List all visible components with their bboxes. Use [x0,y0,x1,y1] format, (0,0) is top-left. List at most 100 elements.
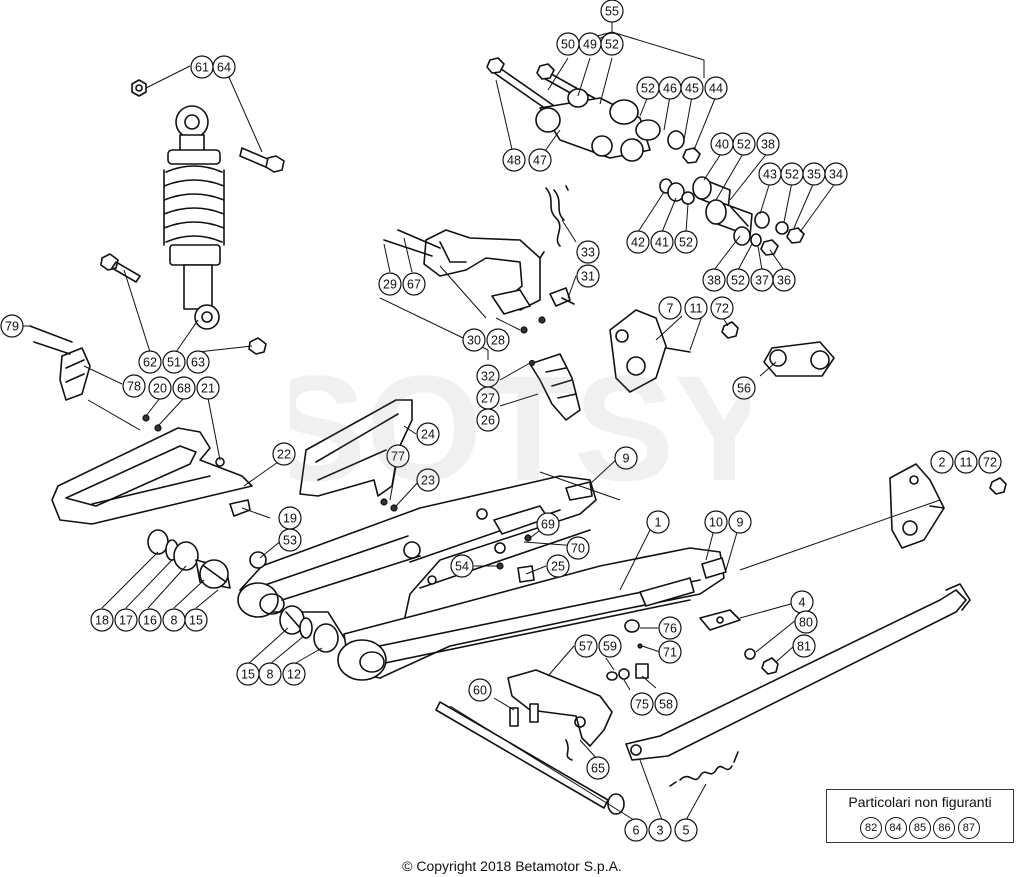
callout-11a: 11 [684,296,708,320]
callout-number: 43 [763,168,777,182]
callout-circle [658,640,682,664]
callout-number: 58 [659,698,673,712]
callout-number: 34 [829,168,843,182]
callout-3: 3 [648,818,672,842]
callout-number: 80 [799,616,813,630]
callout-number: 64 [217,61,231,75]
callout-number: 15 [189,614,203,628]
callout-54: 54 [450,554,474,578]
callout-number: 32 [481,370,495,384]
callout-33: 33 [576,240,600,264]
shock-top-bolt [131,79,285,173]
callout-number: 46 [663,82,677,96]
callout-circle [626,230,650,254]
callout-circle [402,272,426,296]
not-shown-part-82[interactable]: 82 [860,817,883,839]
stand-plate [699,609,741,631]
not-shown-part-85[interactable]: 85 [909,817,931,839]
callout-10: 10 [704,510,728,534]
callout-number: 44 [709,82,723,96]
callout-circle [704,510,728,534]
callout-56: 56 [732,376,756,400]
callout-number: 4 [799,596,806,610]
callout-circle [824,162,848,186]
callout-circle [684,296,708,320]
callout-9b: 9 [728,510,752,534]
not-shown-parts-title: Particolari non figuranti [848,794,992,810]
callout-number: 1 [655,516,662,530]
callout-circle [528,148,552,172]
callout-number: 54 [455,560,469,574]
callout-number: 56 [737,382,751,396]
swingarm [237,475,727,681]
callout-62: 62 [138,350,162,374]
callout-circle [674,230,698,254]
callout-circle [702,268,726,292]
callout-circle [122,374,146,398]
callout-number: 6 [633,824,640,838]
callout-circle [476,408,500,432]
callout-number: 45 [685,82,699,96]
callout-circle [468,678,492,702]
callout-51: 51 [162,350,186,374]
callout-15b: 15 [236,662,260,686]
callout-number: 52 [641,82,655,96]
callout-number: 30 [467,334,481,348]
shock-absorber [163,105,225,330]
callout-number: 37 [755,274,769,288]
callout-circle [954,450,978,474]
callout-circle [536,512,560,536]
callout-circle [600,32,624,56]
callout-44: 44 [704,76,728,100]
callout-72a: 72 [710,296,734,320]
callout-circle [450,554,474,578]
callout-circle [624,818,648,842]
callout-number: 16 [143,614,157,628]
callout-number: 68 [177,382,191,396]
callout-16: 16 [138,608,162,632]
callout-number: 70 [571,542,585,556]
callout-80: 80 [794,610,818,634]
callout-number: 21 [201,382,215,396]
callout-circle [576,240,600,264]
callout-circle [186,350,210,374]
callout-number: 52 [731,274,745,288]
not-shown-part-87[interactable]: 87 [957,817,980,839]
callout-46: 46 [658,76,682,100]
callout-circle [148,376,172,400]
callout-circle [598,634,622,658]
not-shown-part-86[interactable]: 86 [933,817,956,839]
not-shown-part-84[interactable]: 84 [884,817,907,839]
callout-number: 53 [283,534,297,548]
callout-1: 1 [646,510,670,534]
callout-number: 71 [663,646,677,660]
callout-number: 65 [591,762,605,776]
callout-circle [574,634,598,658]
callout-22: 22 [272,442,296,466]
callout-circle [600,0,624,23]
callout-circle [546,554,570,578]
callout-17: 17 [114,608,138,632]
callout-number: 26 [481,414,495,428]
callout-number: 51 [167,356,181,370]
callout-number: 78 [127,380,141,394]
callout-circle [658,616,682,640]
callout-number: 35 [807,168,821,182]
callout-number: 11 [960,456,973,470]
callout-circle [710,296,734,320]
callout-64: 64 [212,55,236,79]
chain-slider [51,414,253,525]
callout-circle [650,230,674,254]
linkage-bearing-assembly [659,176,805,256]
callout-circle [772,268,796,292]
callout-circle [258,662,282,686]
callout-number: 69 [541,518,555,532]
callout-circle [704,76,728,100]
callout-40: 40 [710,132,734,156]
callout-42: 42 [626,230,650,254]
callout-circle [566,536,590,560]
callout-2: 2 [930,450,954,474]
callout-number: 76 [663,622,677,636]
callout-20: 20 [148,376,172,400]
